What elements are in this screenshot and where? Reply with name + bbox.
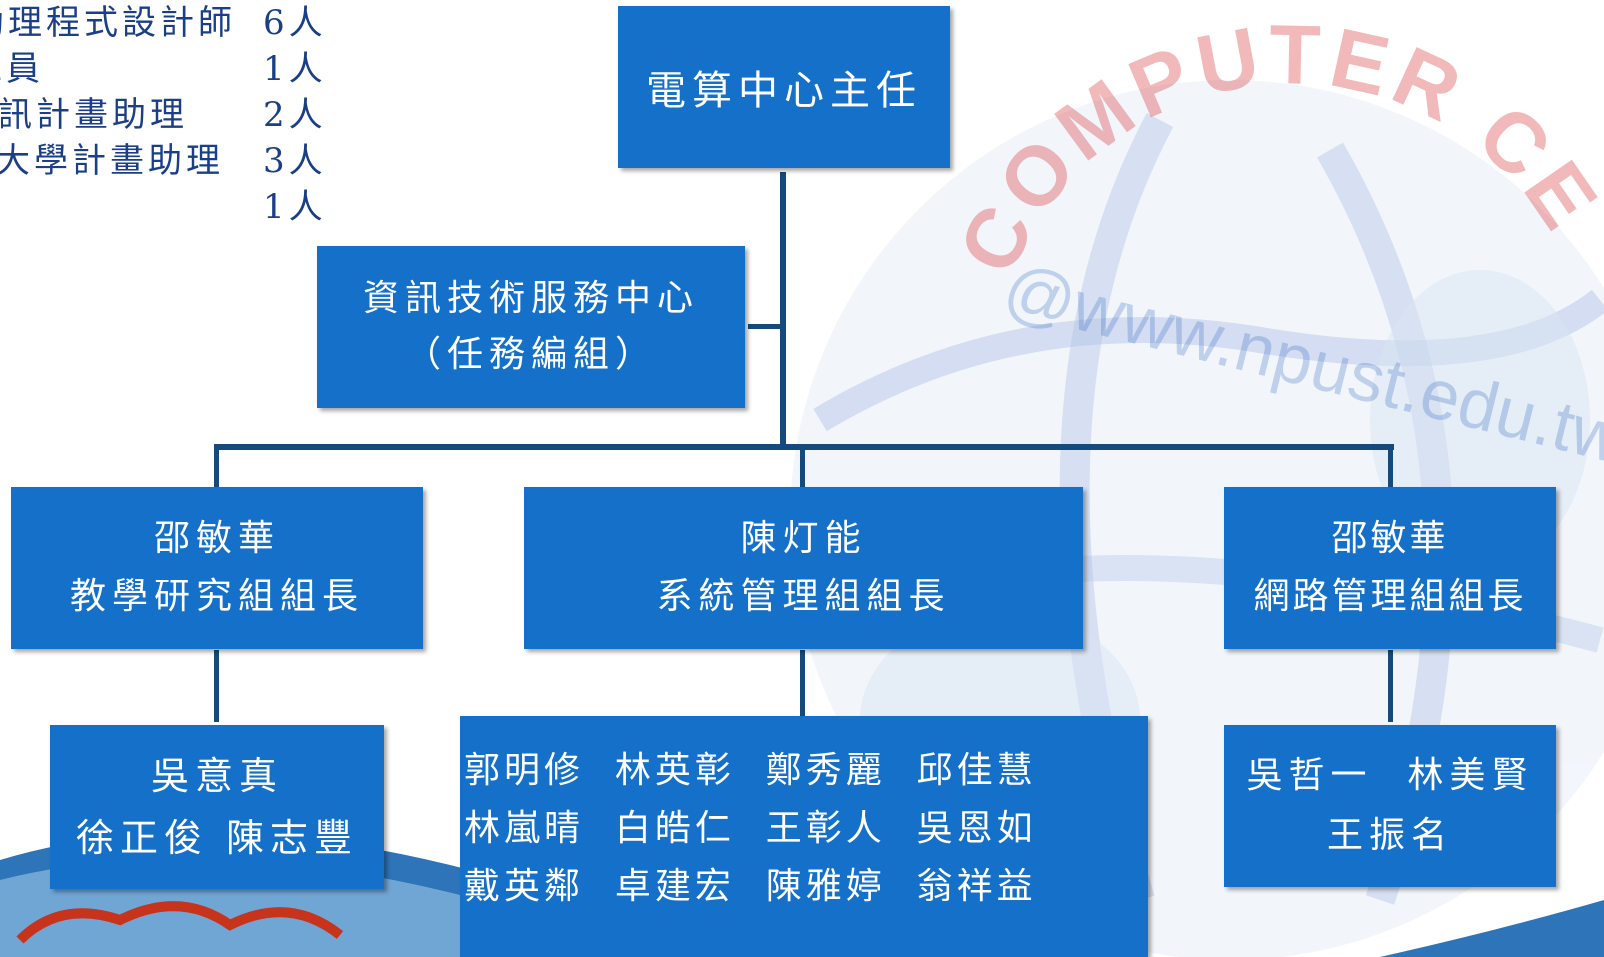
members-box-system: 郭明修 林英彰 鄭秀麗 邱佳慧 林嵐晴 白皓仁 王彰人 吳恩如 戴英鄰 卓建宏 … — [460, 716, 1148, 957]
group-leader-box-network: 邵敏華 網路管理組組長 — [1224, 487, 1556, 649]
staff-role: 助理程式設計師 — [0, 3, 236, 43]
leader-role: 網路管理組組長 — [1253, 576, 1527, 617]
director-title: 電算中心主任 — [646, 68, 922, 114]
task-force-box: 資訊技術服務中心 （任務編組） — [317, 246, 745, 408]
connector-taskforce — [748, 324, 782, 329]
staff-role: 資訊計畫助理 — [0, 95, 188, 135]
task-force-note: （任務編組） — [404, 334, 657, 375]
member-row: 戴英鄰 卓建宏 陳雅婷 翁祥益 — [464, 866, 1037, 907]
leader-role: 教學研究組組長 — [69, 576, 364, 617]
staff-role: 技工員 — [0, 49, 44, 89]
member-row: 郭明修 林英彰 鄭秀麗 邱佳慧 — [464, 750, 1037, 791]
member-row: 吳意真 — [150, 754, 283, 798]
connector-director-down — [780, 172, 786, 448]
task-force-name: 資訊技術服務中心 — [362, 278, 699, 319]
staff-count: 3人 — [263, 141, 327, 181]
group-leader-box-teaching: 邵敏華 教學研究組組長 — [11, 487, 423, 649]
member-row: 吳哲一 林美賢 — [1246, 755, 1534, 796]
connector-group2-up — [800, 444, 805, 490]
connector-group3-up — [1388, 444, 1393, 490]
connector-group1-down — [214, 650, 219, 722]
staff-count: 6人 — [263, 3, 327, 43]
connector-group3-down — [1388, 650, 1393, 722]
members-box-teaching: 吳意真 徐正俊 陳志豐 — [50, 725, 384, 889]
staff-count: 1人 — [263, 49, 327, 89]
leader-name: 邵敏華 — [153, 518, 280, 559]
connector-group2-down — [800, 650, 805, 716]
bottom-right-swoosh — [1380, 900, 1604, 957]
member-row: 徐正俊 陳志豐 — [75, 816, 359, 860]
member-row: 林嵐晴 白皓仁 王彰人 吳恩如 — [464, 808, 1037, 849]
leader-role: 系統管理組組長 — [656, 576, 951, 617]
group-leader-box-system: 陳灯能 系統管理組組長 — [524, 487, 1083, 649]
member-row: 王振名 — [1326, 815, 1453, 856]
director-box: 電算中心主任 — [618, 6, 950, 168]
staff-count: 1人 — [263, 187, 327, 227]
staff-role: 教育大學計畫助理 — [0, 141, 224, 181]
leader-name: 陳灯能 — [740, 518, 867, 559]
staff-count: 2人 — [263, 95, 327, 135]
leader-name: 邵敏華 — [1331, 518, 1449, 559]
members-box-network: 吳哲一 林美賢 王振名 — [1224, 725, 1556, 887]
connector-group1-up — [214, 444, 219, 490]
